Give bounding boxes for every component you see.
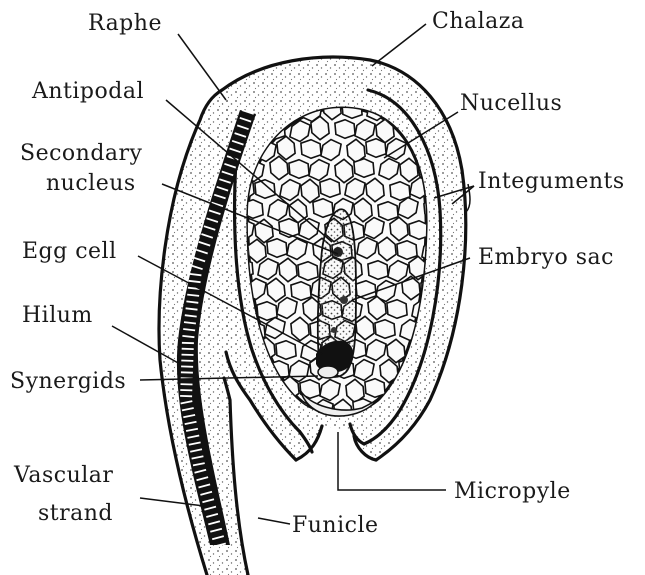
nucellus-cell: [354, 159, 374, 178]
nucellus-cell: [365, 379, 385, 398]
nucellus-cell: [335, 120, 355, 139]
label-raphe: Raphe: [88, 11, 162, 36]
label-secondary-line1: Secondary: [20, 141, 143, 166]
label-chalaza: Chalaza: [432, 9, 524, 34]
nucellus-cell: [301, 140, 321, 159]
nucellus-cell: [320, 179, 340, 198]
nucellus-cell: [356, 281, 376, 300]
label-micropyle: Micropyle: [454, 479, 571, 504]
label-secondary-line2: nucleus: [46, 171, 136, 196]
nucellus-cell: [313, 199, 333, 218]
label-hilum: Hilum: [22, 303, 93, 328]
label-funicle: Funicle: [292, 513, 379, 538]
raphe-pointer: [178, 34, 226, 100]
label-synergids: Synergids: [10, 369, 126, 394]
nucellus-cell: [378, 202, 398, 221]
nucellus-cell: [276, 341, 296, 360]
label-egg-cell: Egg cell: [22, 239, 117, 264]
label-antipodal: Antipodal: [31, 79, 144, 104]
nucellus-cell: [397, 241, 417, 260]
label-nucellus: Nucellus: [460, 91, 562, 116]
nucellus-cell: [366, 139, 386, 158]
nucellus-cell: [289, 160, 309, 179]
nucellus-cell: [235, 416, 253, 439]
nucellus-cell: [435, 417, 453, 440]
label-vascular-line1: Vascular: [13, 463, 113, 488]
label-vascular-line2: strand: [38, 501, 113, 526]
nucellus-cell: [445, 358, 463, 381]
nucellus-cell: [255, 180, 275, 199]
nucellus-cell: [267, 239, 287, 258]
label-integuments: Integuments: [478, 169, 625, 194]
nucellus-cell: [368, 261, 388, 280]
nucellus-cell: [387, 300, 407, 319]
nucellus-cell: [298, 262, 318, 281]
nucellus-cell: [291, 282, 311, 301]
chalaza-pointer: [372, 24, 426, 66]
synergid: [318, 366, 338, 378]
label-embryo-sac: Embryo sac: [478, 245, 614, 270]
nucellus-cell: [375, 320, 395, 339]
nucellus-cell: [443, 398, 463, 419]
funicle-pointer: [258, 518, 290, 524]
